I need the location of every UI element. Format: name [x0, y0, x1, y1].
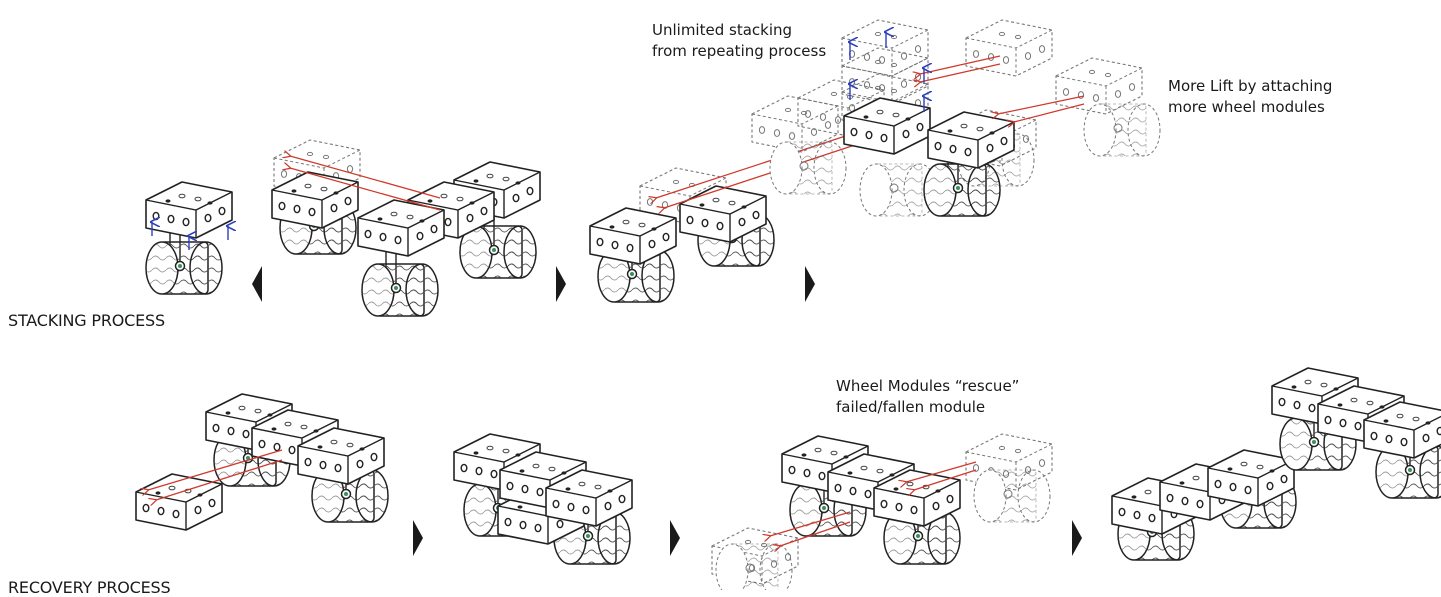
recovery-fallen-module	[135, 473, 223, 531]
annotation-unlimited-stacking: Unlimited stacking from repeating proces…	[652, 21, 827, 60]
step-arrow-icon	[670, 520, 680, 556]
section-title-recovery: RECOVERY PROCESS	[8, 578, 171, 597]
annotation-more-lift: More Lift by attaching more wheel module…	[1168, 77, 1333, 116]
step-arrow-icon	[556, 266, 566, 302]
red-arrow	[1014, 103, 1085, 122]
step-arrow-icon	[252, 266, 262, 302]
stack-step1-wheel	[145, 227, 223, 295]
red-arrow	[664, 139, 871, 208]
stack-step2-module	[357, 199, 445, 257]
red-arrow	[290, 156, 441, 199]
recovery-ghost-wheel	[973, 469, 1051, 523]
red-arrow	[780, 521, 851, 546]
red-arrow	[770, 511, 851, 536]
stack-step2-wheel	[361, 249, 439, 317]
annotation-rescue: Wheel Modules “rescue” failed/fallen mod…	[836, 377, 1020, 416]
stack-ghost-module	[965, 19, 1053, 77]
red-arrow	[920, 63, 1001, 82]
stack-ghost-wheel	[769, 141, 847, 195]
step-arrow-icon	[1072, 520, 1082, 556]
red-arrow	[148, 449, 283, 490]
recovery-ghost-wheel	[715, 543, 793, 590]
red-arrow	[656, 127, 871, 198]
step-arrow-icon	[805, 266, 815, 302]
red-arrow	[156, 459, 283, 500]
step-arrow-icon	[413, 520, 423, 556]
stack-ghost-wheel	[1083, 103, 1161, 157]
red-arrow	[290, 168, 441, 211]
stack-ghost-module	[841, 47, 929, 105]
stack-module	[843, 97, 931, 155]
red-arrow	[906, 461, 977, 482]
red-arrow	[914, 469, 977, 490]
section-title-stacking: STACKING PROCESS	[8, 311, 165, 330]
stack-step1-module	[145, 181, 233, 239]
red-arrow	[920, 55, 1001, 74]
stack-ghost-module	[841, 19, 929, 77]
red-arrow	[998, 95, 1085, 114]
